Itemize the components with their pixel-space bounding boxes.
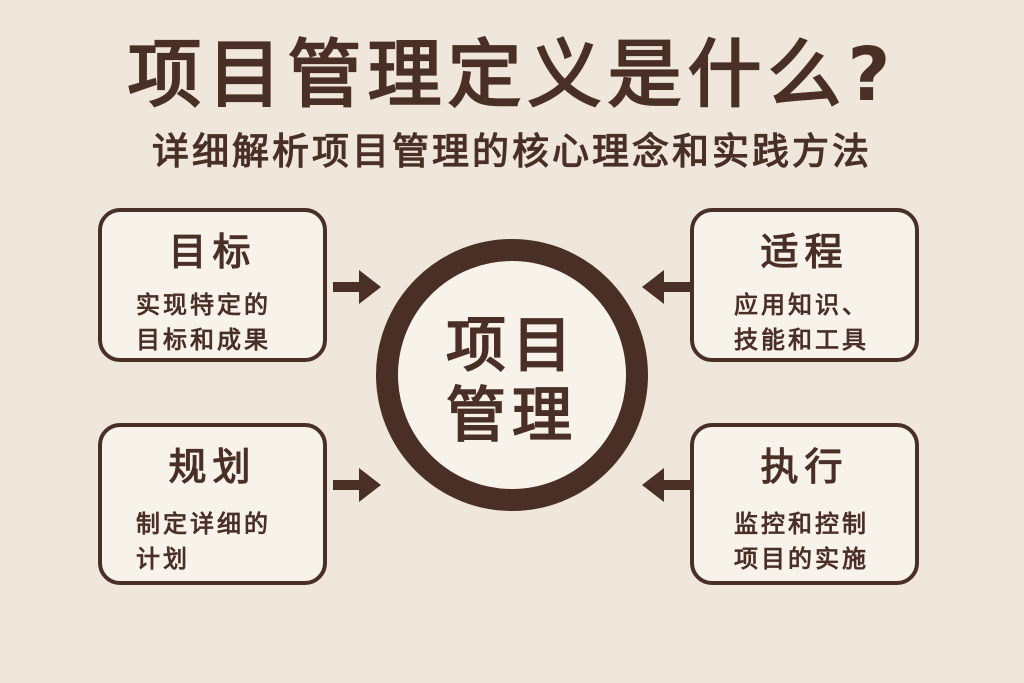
arrow-right-icon [333,270,381,304]
planning-heading: 规划 [168,445,257,489]
process-box: 适程 应用知识、 技能和工具 [690,208,919,362]
planning-box: 规划 制定详细的 计划 [98,423,327,585]
page-subtitle: 详细解析项目管理的核心理念和实践方法 [152,130,872,173]
goal-box: 目标 实现特定的 目标和成果 [98,208,327,362]
goal-description-line2: 目标和成果 [136,326,271,354]
center-label: 项目 管理 [398,311,626,451]
center-label-line2: 管理 [446,381,578,451]
execution-heading: 执行 [760,445,849,489]
process-description-line1: 应用知识、 [734,291,869,319]
execution-description-line1: 监控和控制 [734,510,869,538]
goal-description: 实现特定的 目标和成果 [136,288,306,358]
goal-heading: 目标 [168,230,257,274]
arrow-left-icon [642,270,690,304]
center-label-line1: 项目 [446,311,578,381]
process-description-line2: 技能和工具 [734,326,869,354]
goal-description-line1: 实现特定的 [136,291,271,319]
process-heading: 适程 [760,230,849,274]
arrow-right-icon [333,468,381,502]
planning-description: 制定详细的 计划 [136,507,306,577]
process-description: 应用知识、 技能和工具 [734,288,904,358]
arrow-left-icon [642,468,690,502]
planning-description-line2: 计划 [136,545,190,573]
planning-description-line1: 制定详细的 [136,510,271,538]
execution-description: 监控和控制 项目的实施 [734,507,904,577]
page-title: 项目管理定义是什么? [127,32,897,118]
execution-description-line2: 项目的实施 [734,545,869,573]
execution-box: 执行 监控和控制 项目的实施 [690,423,919,585]
center-circle: 项目 管理 [376,239,648,511]
